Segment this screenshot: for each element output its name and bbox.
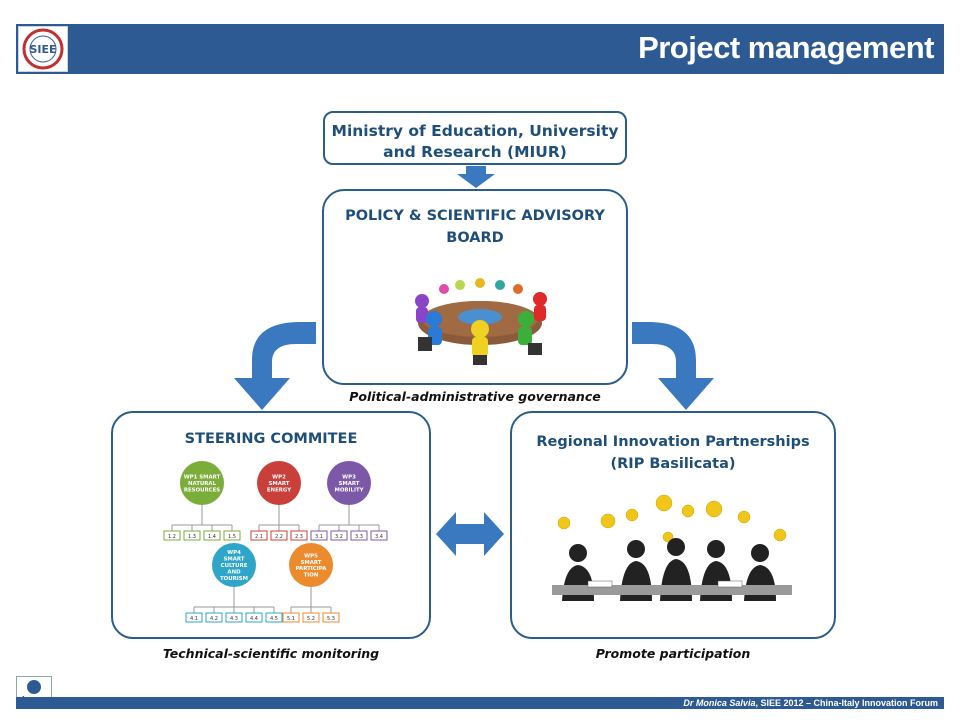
- wp-circle: [180, 461, 224, 505]
- rip-caption: Promote participation: [595, 646, 751, 661]
- arrow-board-to-rip: [632, 322, 714, 410]
- task-box: [282, 612, 300, 623]
- wp-label-line: WP3: [342, 475, 356, 481]
- wp-label-line: SMART: [268, 481, 289, 487]
- task-box: [302, 612, 320, 623]
- task-label: 2.3: [295, 534, 303, 540]
- people-with-ideas-illustration: [552, 494, 792, 601]
- siee-logo: SIEE: [18, 26, 68, 72]
- wp-label-line: WP4: [227, 550, 241, 556]
- arrow-miur-to-board: [457, 166, 495, 188]
- task-box: [270, 530, 288, 541]
- wp-label-line: ENERGY: [267, 487, 291, 493]
- page-title: Project management: [638, 30, 934, 65]
- rip-label-line1: Regional Innovation Partnerships: [536, 434, 810, 450]
- footer-credit: Dr Monica Salvia, SIEE 2012 – China-Ital…: [683, 697, 938, 709]
- wp-label-line: SMART: [338, 481, 359, 487]
- task-box: [183, 530, 201, 541]
- task-box: [290, 530, 308, 541]
- task-label: 5.1: [287, 616, 295, 622]
- wp-label-line: CULTURE: [221, 563, 248, 569]
- wp-label-line: NATURAL: [188, 481, 217, 487]
- task-box: [322, 612, 340, 623]
- wp-label-line: WP2: [272, 475, 286, 481]
- task-box: [185, 612, 203, 623]
- footer-author: Dr Monica Salvia: [683, 698, 756, 708]
- task-box: [310, 530, 328, 541]
- rip-node: Regional Innovation Partnerships (RIP Ba…: [510, 411, 836, 639]
- board-label-line1: POLICY & SCIENTIFIC ADVISORY: [345, 208, 605, 224]
- wp-label-line: SMART: [300, 560, 321, 566]
- task-box: [245, 612, 263, 623]
- task-label: 4.1: [190, 616, 198, 622]
- task-box: [250, 530, 268, 541]
- task-label: 3.2: [335, 534, 343, 540]
- wp-label-line: AND: [227, 569, 241, 575]
- advisory-board-node: POLICY & SCIENTIFIC ADVISORY BOARD: [322, 189, 628, 385]
- footer-bar: [16, 697, 944, 709]
- task-box: [223, 530, 241, 541]
- task-label: 2.1: [255, 534, 263, 540]
- wp-label-line: RESOURCES: [184, 487, 220, 493]
- arrow-board-to-steering: [234, 322, 316, 410]
- task-box: [265, 612, 283, 623]
- siee-logo-text: SIEE: [29, 43, 56, 56]
- task-label: 1.3: [188, 534, 196, 540]
- steering-label: STEERING COMMITEE: [184, 431, 358, 447]
- board-label-line2: BOARD: [446, 230, 504, 246]
- task-label: 4.3: [230, 616, 238, 622]
- wp-label-line: PARTICIPA: [296, 566, 328, 572]
- wp-circle: [289, 543, 333, 587]
- steering-caption: Technical-scientific monitoring: [162, 646, 380, 661]
- task-box: [163, 530, 181, 541]
- task-label: 3.1: [315, 534, 323, 540]
- wp-label-line: SMART: [223, 557, 244, 563]
- task-label: 1.2: [168, 534, 176, 540]
- double-arrow-steering-rip: [436, 512, 504, 556]
- wp-circle: [212, 543, 256, 587]
- miur-node: Ministry of Education, University and Re…: [323, 111, 627, 165]
- footer-event: , SIEE 2012 – China-Italy Innovation For…: [755, 698, 938, 708]
- task-label: 2.2: [275, 534, 283, 540]
- task-label: 1.5: [228, 534, 236, 540]
- header-bar: [16, 24, 944, 74]
- wp-label-line: TION: [304, 573, 319, 579]
- wp-circle: [257, 461, 301, 505]
- round-table-illustration: [415, 278, 547, 365]
- task-label: 4.2: [210, 616, 218, 622]
- task-label: 1.4: [208, 534, 216, 540]
- task-label: 5.2: [307, 616, 315, 622]
- task-label: 3.4: [375, 534, 383, 540]
- task-box: [330, 530, 348, 541]
- task-label: 5.3: [327, 616, 335, 622]
- task-label: 3.3: [355, 534, 363, 540]
- task-box: [205, 612, 223, 623]
- miur-label-line1: Ministry of Education, University: [331, 122, 619, 140]
- task-box: [370, 530, 388, 541]
- wp-label-line: MOBILITY: [334, 487, 363, 493]
- task-box: [203, 530, 221, 541]
- miur-label-line2: and Research (MIUR): [383, 143, 567, 161]
- task-box: [225, 612, 243, 623]
- board-caption: Political-administrative governance: [349, 389, 601, 404]
- wp-circle: [327, 461, 371, 505]
- task-box: [350, 530, 368, 541]
- wp-label-line: WP1 SMART: [184, 475, 221, 481]
- task-label: 4.5: [270, 616, 278, 622]
- rip-label-line2: (RIP Basilicata): [610, 456, 736, 472]
- wp-label-line: WP5: [304, 553, 318, 559]
- wp-label-line: TOURISM: [220, 576, 248, 582]
- task-label: 4.4: [250, 616, 258, 622]
